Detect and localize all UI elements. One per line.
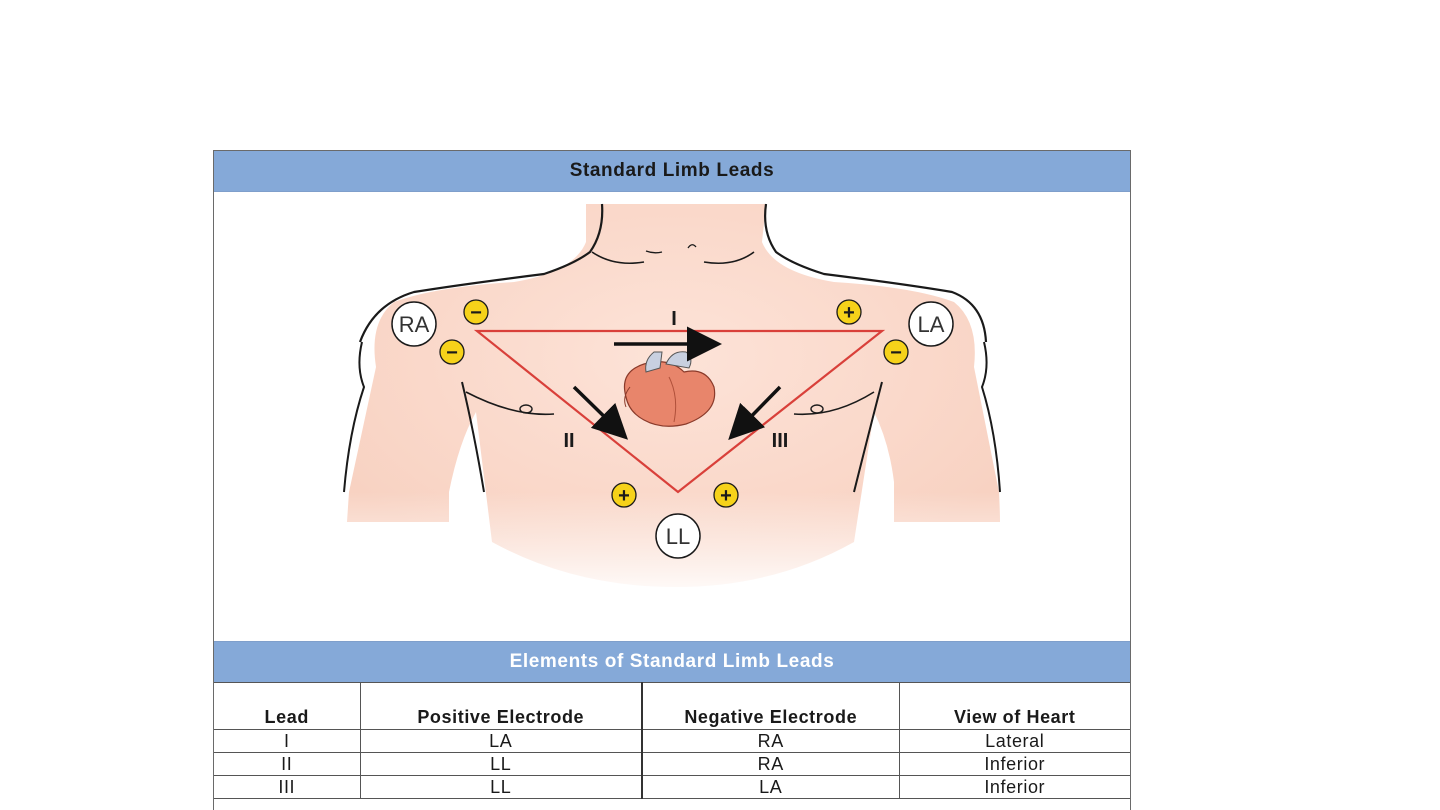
figure-title: Standard Limb Leads bbox=[214, 151, 1130, 192]
limb-leads-figure: Standard Limb Leads bbox=[213, 150, 1131, 810]
minus-badge-la-bottom: − bbox=[883, 339, 909, 365]
svg-text:−: − bbox=[470, 302, 482, 324]
cell-view: Lateral bbox=[898, 729, 1130, 753]
cell-negative: LA bbox=[641, 775, 899, 799]
electrode-la: LA bbox=[908, 301, 954, 347]
svg-text:+: + bbox=[720, 485, 732, 507]
svg-text:−: − bbox=[446, 342, 458, 364]
header-view-of-heart: View of Heart bbox=[898, 682, 1130, 730]
cell-positive: LL bbox=[359, 752, 642, 776]
table-row: II LL RA Inferior bbox=[214, 752, 1130, 776]
electrode-ll: LL bbox=[655, 513, 701, 559]
cell-lead: II bbox=[214, 752, 360, 776]
plus-badge-ll-left: + bbox=[611, 482, 637, 508]
lead-i-label: I bbox=[671, 308, 677, 330]
header-lead: Lead bbox=[214, 682, 360, 730]
lead-ii-label: II bbox=[563, 430, 574, 452]
table-header-row: Lead Positive Electrode Negative Electro… bbox=[214, 682, 1130, 730]
plus-badge-la-top: + bbox=[836, 299, 862, 325]
cell-lead: I bbox=[214, 729, 360, 753]
svg-text:+: + bbox=[618, 485, 630, 507]
cell-view: Inferior bbox=[898, 775, 1130, 799]
cell-lead: III bbox=[214, 775, 360, 799]
electrode-ra: RA bbox=[391, 301, 437, 347]
electrode-ll-label: LL bbox=[666, 524, 690, 549]
table-title: Elements of Standard Limb Leads bbox=[214, 641, 1130, 683]
heart-icon bbox=[623, 351, 716, 427]
table-row: III LL LA Inferior bbox=[214, 775, 1130, 799]
einthoven-triangle bbox=[473, 329, 886, 494]
cell-positive: LA bbox=[359, 729, 642, 753]
table-row: I LA RA Lateral bbox=[214, 729, 1130, 753]
lead-ii-arrow bbox=[572, 385, 629, 440]
lead-iii-label: III bbox=[772, 430, 789, 452]
electrode-la-label: LA bbox=[918, 312, 945, 337]
minus-badge-ra-top: − bbox=[463, 299, 489, 325]
header-negative-electrode: Negative Electrode bbox=[641, 682, 899, 730]
svg-text:−: − bbox=[890, 342, 902, 364]
svg-text:+: + bbox=[843, 302, 855, 324]
plus-badge-ll-right: + bbox=[713, 482, 739, 508]
electrode-ra-label: RA bbox=[399, 312, 430, 337]
cell-positive: LL bbox=[359, 775, 642, 799]
header-positive-electrode: Positive Electrode bbox=[359, 682, 642, 730]
lead-iii-arrow bbox=[728, 385, 782, 441]
cell-view: Inferior bbox=[898, 752, 1130, 776]
leads-table: Lead Positive Electrode Negative Electro… bbox=[214, 682, 1130, 799]
cell-negative: RA bbox=[641, 729, 899, 753]
cell-negative: RA bbox=[641, 752, 899, 776]
minus-badge-ra-bottom: − bbox=[439, 339, 465, 365]
limb-leads-diagram: I II III RA LA LL − − + bbox=[334, 203, 1014, 602]
